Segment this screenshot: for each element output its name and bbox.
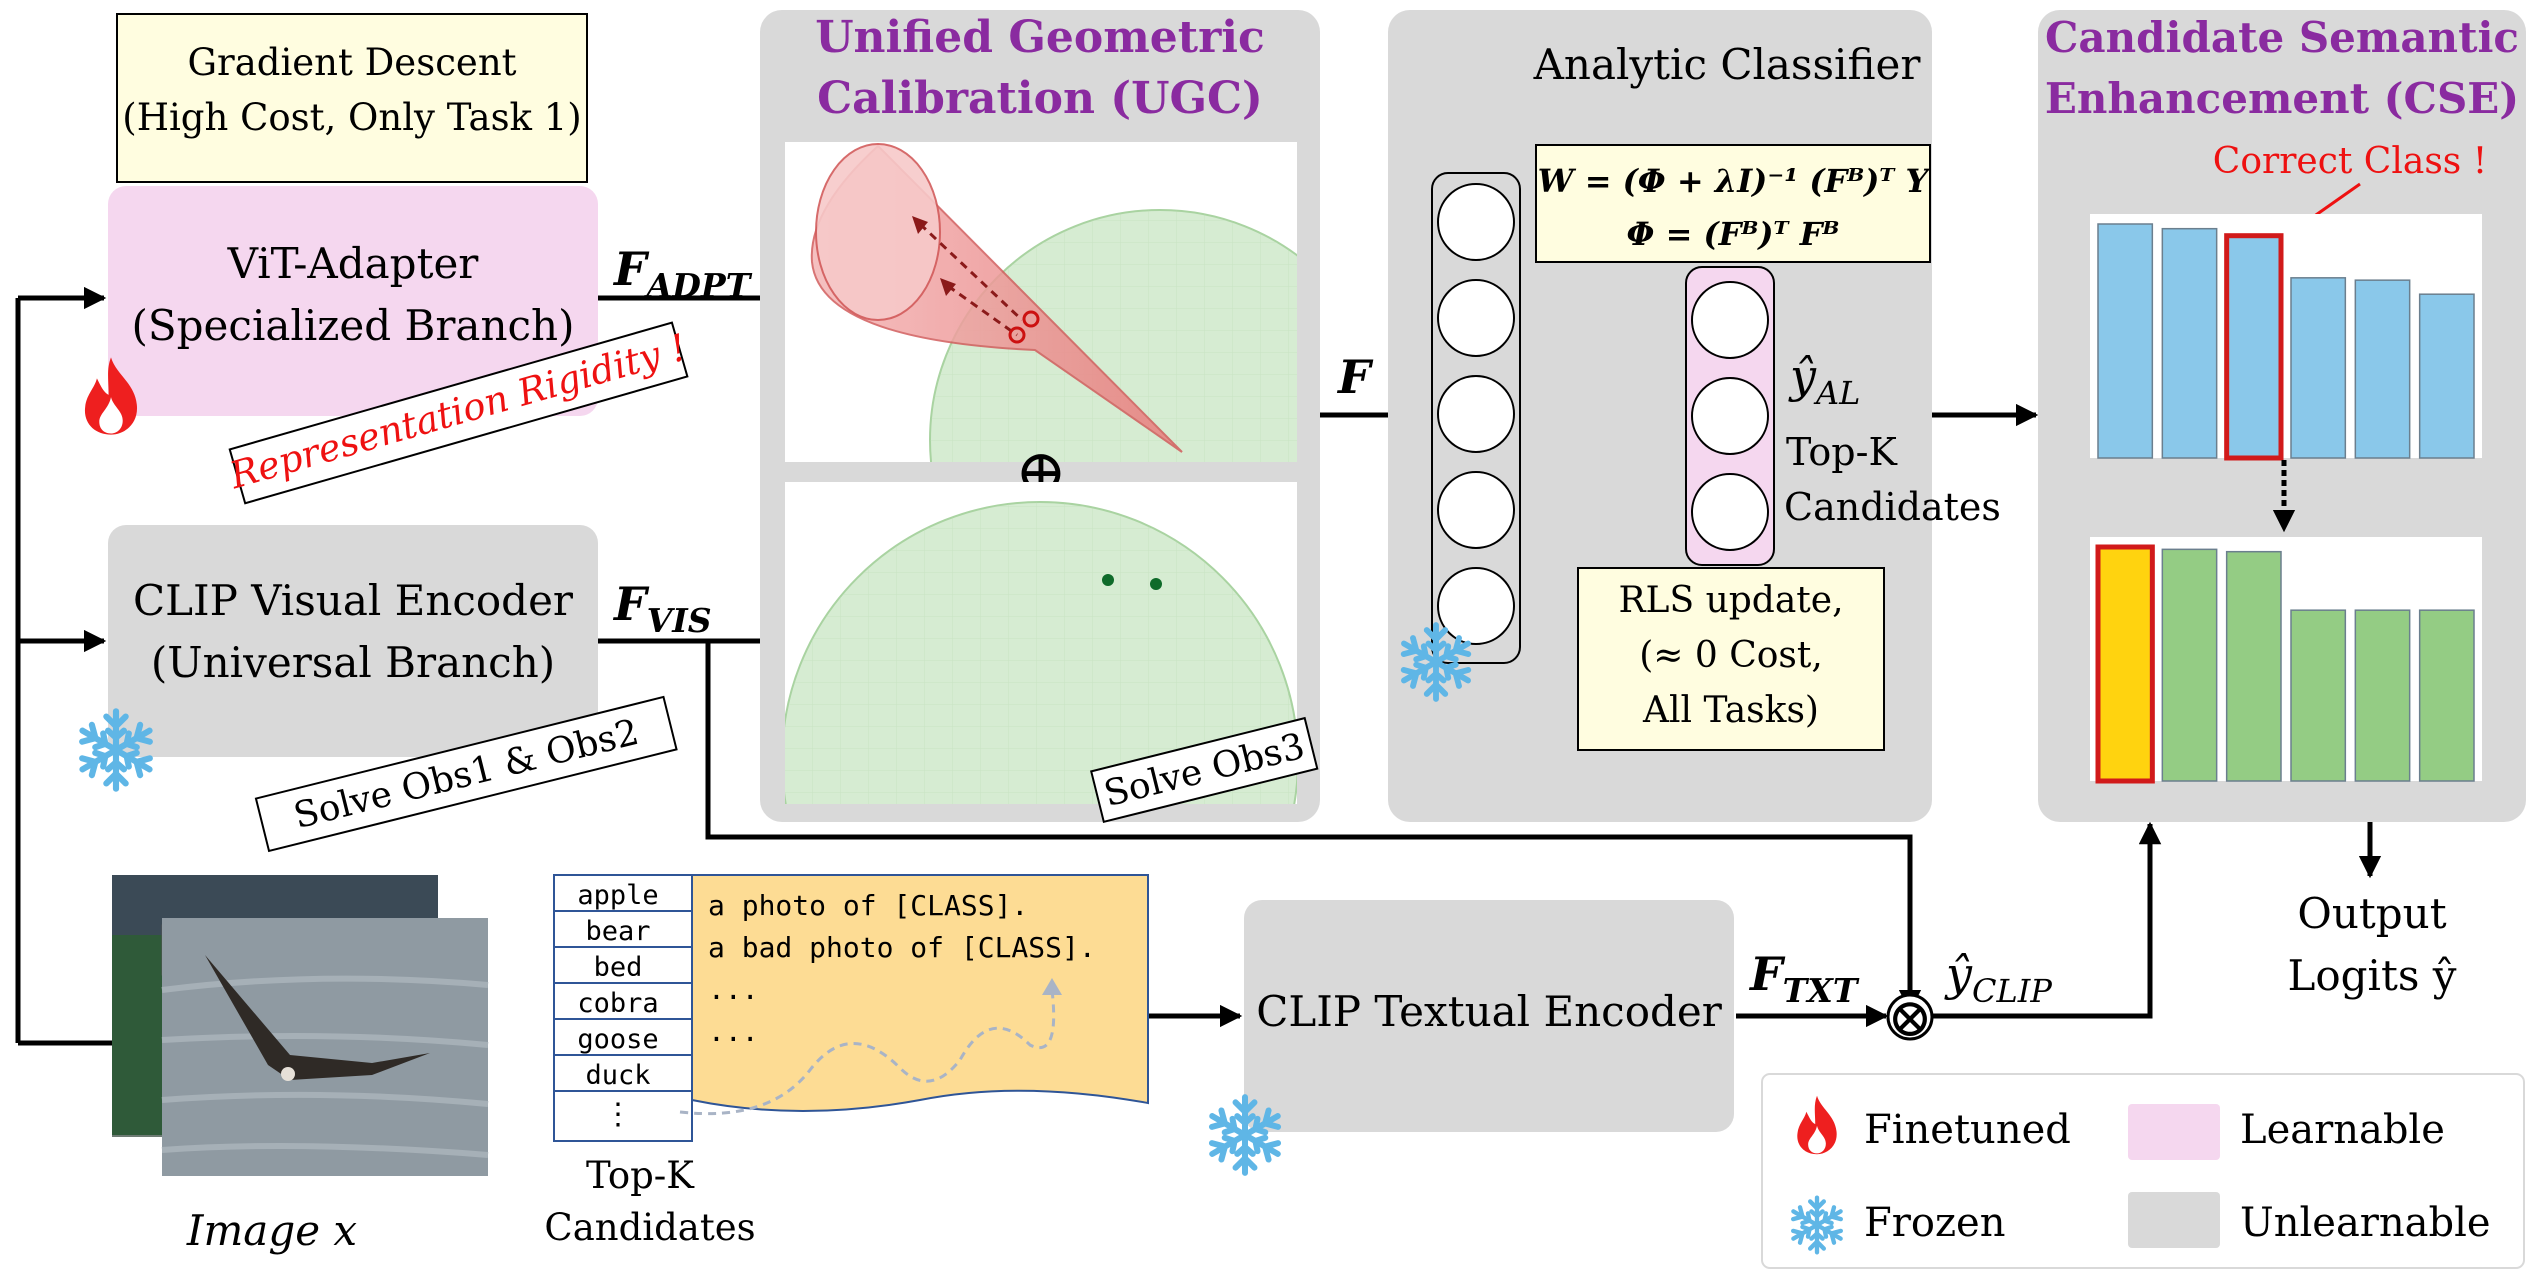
gradient-descent-line1: Gradient Descent	[187, 41, 516, 84]
output-neuron	[1691, 377, 1769, 455]
f-adpt-label: FADPT	[612, 242, 753, 305]
candidate-list: apple bear bed cobra goose duck ⋮	[553, 874, 693, 1142]
bar-before	[2354, 279, 2411, 459]
equation-w: W = (Φ + λI)⁻¹ (Fᴮ)ᵀ Y	[1538, 162, 1932, 200]
bar-after	[2354, 609, 2411, 782]
cse-title-line1: Candidate Semantic	[2045, 13, 2519, 62]
output-logits-line1: Output	[2297, 889, 2446, 938]
input-image	[112, 875, 489, 1176]
prompt-flow-curve	[679, 989, 1056, 1116]
rls-line1: RLS update,	[1618, 580, 1843, 621]
bar-after	[2418, 609, 2475, 782]
legend-box	[1761, 1073, 2525, 1269]
feature-neuron	[1437, 279, 1515, 357]
equation-phi: Φ = (Fᴮ)ᵀ Fᴮ	[1627, 215, 1840, 253]
legend-unlearnable-label: Unlearnable	[2240, 1200, 2491, 1246]
candidate-item: cobra	[577, 988, 658, 1019]
clip-textual-encoder-label: CLIP Textual Encoder	[1256, 987, 1723, 1036]
correct-class-label: Correct Class !	[2213, 141, 2487, 182]
bar-before	[2418, 293, 2475, 459]
output-neuron	[1691, 473, 1769, 551]
candidates-caption-line2: Candidates	[544, 1206, 755, 1249]
rls-line3: All Tasks)	[1642, 690, 1819, 731]
bar-after	[2225, 550, 2282, 782]
input-arrows	[15, 286, 112, 1046]
legend-learnable-swatch	[2128, 1104, 2220, 1160]
candidate-item: bed	[594, 952, 643, 983]
bar-chart-after	[2090, 537, 2482, 781]
candidate-item: goose	[577, 1024, 658, 1055]
input-image-bird-photo	[162, 918, 488, 1176]
f-label: F	[1336, 350, 1374, 404]
prompt-line: a bad photo of [CLASS].	[708, 931, 1096, 964]
ugc-point-1	[1102, 574, 1114, 586]
bar-chart-after-bars	[2095, 544, 2475, 784]
vit-adapter-box	[108, 186, 598, 416]
cse-title-line2: Enhancement (CSE)	[2045, 74, 2519, 123]
bar-before	[2290, 277, 2347, 459]
feature-neuron	[1437, 567, 1515, 645]
gradient-descent-line2: (High Cost, Only Task 1)	[122, 96, 581, 139]
ugc-title-line1: Unified Geometric	[815, 12, 1265, 63]
candidate-item: ⋮	[603, 1097, 633, 1132]
vit-adapter-subtitle: (Specialized Branch)	[132, 301, 575, 350]
top-k-line1: Top-K	[1786, 430, 1897, 474]
clip-visual-title: CLIP Visual Encoder	[133, 576, 574, 625]
bar-before-correct-class	[2224, 233, 2284, 461]
bar-before	[2161, 227, 2218, 459]
y-al-label: ŷAL	[1788, 349, 1860, 412]
top-k-line2: Candidates	[1784, 485, 2001, 529]
bar-after	[2290, 609, 2347, 782]
rls-line2: (≈ 0 Cost,	[1639, 635, 1823, 676]
clip-visual-subtitle: (Universal Branch)	[151, 638, 555, 687]
bar-after-correct-class	[2095, 544, 2155, 784]
clip-textual-encoder-box	[1244, 900, 1734, 1132]
bar-chart-before-bars	[2097, 223, 2475, 461]
legend-frozen-label: Frozen	[1864, 1200, 2005, 1246]
bar-after	[2161, 548, 2218, 782]
output-neuron	[1691, 281, 1769, 359]
candidate-item: apple	[577, 880, 658, 911]
gradient-descent-box	[116, 13, 588, 183]
candidates-caption-line1: Top-K	[586, 1154, 695, 1197]
feature-neuron	[1437, 471, 1515, 549]
bar-chart-before	[2090, 214, 2482, 458]
f-vis-label: FVIS	[612, 577, 712, 640]
output-logits-line2: Logits ŷ	[2287, 951, 2456, 1000]
legend-learnable-label: Learnable	[2240, 1107, 2445, 1153]
prompt-line: a photo of [CLASS].	[708, 889, 1028, 922]
f-txt-label: FTXT	[1748, 947, 1860, 1010]
legend-finetuned-label: Finetuned	[1864, 1107, 2071, 1153]
candidate-item: bear	[585, 916, 650, 947]
prompt-line: ...	[708, 1015, 759, 1048]
analytic-classifier-title: Analytic Classifier	[1533, 40, 1922, 89]
rls-box	[1577, 567, 1885, 751]
prompt-line: ...	[708, 973, 759, 1006]
vit-adapter-title: ViT-Adapter	[227, 239, 480, 288]
bar-before	[2097, 223, 2154, 459]
feature-neuron	[1437, 183, 1515, 261]
ugc-title-line2: Calibration (UGC)	[817, 73, 1263, 124]
multiply-node	[1886, 993, 1934, 1041]
y-clip-label: ŷCLIP	[1944, 947, 2052, 1010]
otimes-symbol: ⊗	[1887, 986, 1932, 1049]
ugc-point-2	[1150, 578, 1162, 590]
image-label: Image x	[186, 1206, 358, 1255]
legend-unlearnable-swatch	[2128, 1192, 2220, 1248]
feature-neuron	[1437, 375, 1515, 453]
clip-visual-encoder-box	[108, 525, 598, 757]
equation-box	[1535, 144, 1931, 263]
candidate-item: duck	[585, 1060, 650, 1091]
